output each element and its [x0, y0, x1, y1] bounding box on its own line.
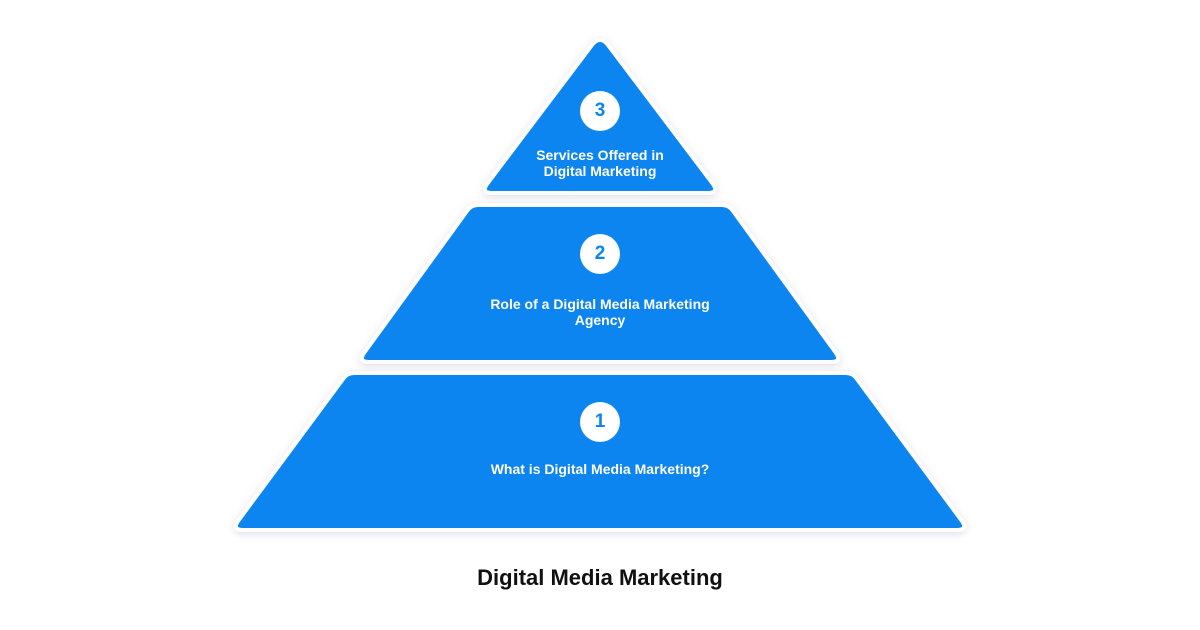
tier-1-number-badge: 1: [580, 402, 620, 442]
tier-3-number-badge: 3: [580, 91, 620, 131]
pyramid-tier-1-shape[interactable]: [233, 371, 967, 532]
tier-1-label-line-1: What is Digital Media Marketing?: [490, 461, 710, 477]
tier-3-label-line-1: Services Offered in: [536, 147, 664, 163]
diagram-title: Digital Media Marketing: [477, 565, 723, 590]
tier-3-label-line-2: Digital Marketing: [543, 163, 657, 179]
tier-3-label: Services Offered in Digital Marketing: [490, 147, 710, 179]
tier-2-label-line-2: Agency: [574, 312, 626, 328]
pyramid-tier-2-shape[interactable]: [359, 203, 841, 364]
tier-2-label: Role of a Digital Media Marketing Agency: [430, 296, 770, 328]
tier-2-number-badge: 2: [580, 234, 620, 274]
tier-1-label: What is Digital Media Marketing?: [430, 461, 770, 477]
tier-2-label-line-1: Role of a Digital Media Marketing: [490, 296, 710, 312]
